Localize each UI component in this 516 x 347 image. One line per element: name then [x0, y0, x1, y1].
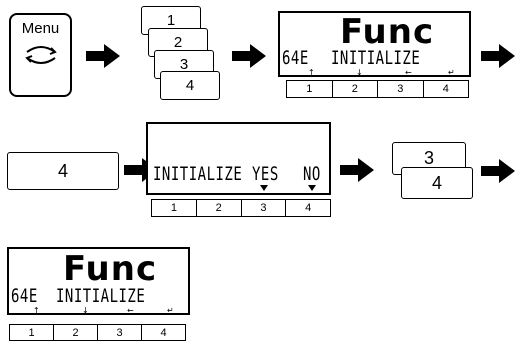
display-1-marker-down: ↓ [356, 68, 363, 77]
lcd-display-2: INITIALIZE YES NO [146, 122, 331, 195]
card-4-label: 4 [185, 77, 195, 94]
display-3-marker-enter: ↵ [167, 306, 174, 315]
display-1-title: Func [340, 12, 435, 52]
display-3-button-3[interactable]: 3 [98, 325, 142, 340]
display-1-button-1[interactable]: 1 [287, 81, 333, 97]
card-2-label: 2 [173, 34, 183, 51]
display-3-marker-down: ↓ [82, 306, 89, 315]
arrow-icon [340, 158, 374, 182]
display-1-button-row: 1 2 3 4 [286, 80, 469, 98]
display-3-button-2[interactable]: 2 [54, 325, 98, 340]
menu-key[interactable]: Menu [9, 13, 72, 97]
display-2-yes: YES [252, 164, 279, 186]
arrow-icon [481, 159, 515, 183]
arrow-icon [232, 44, 266, 68]
display-1-button-4[interactable]: 4 [442, 83, 449, 95]
display-3-marker-up: ↑ [33, 306, 40, 315]
key-4-label: 4 [57, 160, 68, 181]
display-2-button-1[interactable]: 1 [152, 200, 197, 216]
display-1-marker-enter: ↵ [448, 68, 455, 77]
display-3-marker-left: ← [127, 306, 134, 315]
display-1-left-text: 64E [282, 48, 309, 70]
display-3-left-text: 64E [11, 286, 38, 308]
display-2-no: NO [303, 164, 321, 186]
display-3-button-4[interactable]: 4 [160, 326, 167, 339]
display-1-button-2[interactable]: 2 [333, 81, 378, 97]
display-2-prompt: INITIALIZE [153, 164, 243, 186]
card-4[interactable]: 4 [160, 71, 220, 100]
arrow-icon [86, 44, 120, 68]
display-3-center-text: INITIALIZE [56, 286, 146, 308]
display-1-center-text: INITIALIZE [331, 48, 421, 70]
card-3-label: 3 [179, 56, 189, 73]
display-3-title: Func [63, 249, 158, 289]
display-1-marker-up: ↑ [308, 68, 315, 77]
card-1-label: 1 [166, 12, 176, 29]
display-3-button-1[interactable]: 1 [10, 325, 54, 340]
card-4-back[interactable]: 4 [401, 167, 473, 199]
display-2-button-row: 1 2 3 4 [151, 199, 331, 217]
lcd-display-3: Func 64E INITIALIZE ↑ ↓ ← ↵ [7, 247, 190, 315]
lcd-display-1: Func 64E INITIALIZE ↑ ↓ ← ↵ [278, 11, 471, 77]
display-2-button-2[interactable]: 2 [197, 200, 242, 216]
menu-key-label: Menu [21, 20, 60, 37]
yes-marker-icon [260, 185, 268, 191]
display-3-button-row: 1 2 3 4 [9, 324, 186, 341]
key-4[interactable]: 4 [7, 152, 119, 190]
display-2-button-4[interactable]: 4 [305, 202, 312, 214]
arrow-icon [481, 44, 515, 68]
display-1-button-3[interactable]: 3 [378, 81, 424, 97]
card-4-back-label: 4 [431, 172, 442, 193]
no-marker-icon [308, 185, 316, 191]
display-2-button-3[interactable]: 3 [242, 200, 287, 216]
card-3-front-label: 3 [423, 148, 434, 168]
display-1-marker-left: ← [405, 68, 412, 77]
cycle-arrows-icon [24, 46, 57, 64]
